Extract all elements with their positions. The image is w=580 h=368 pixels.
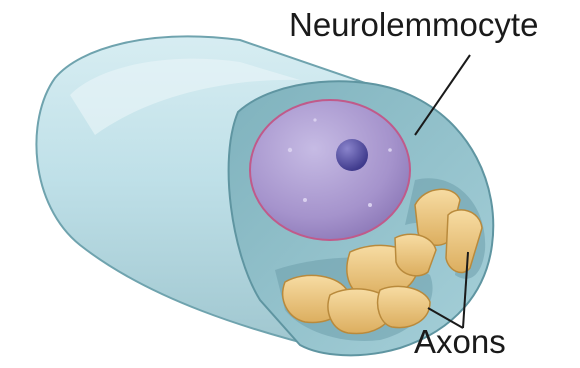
- label-axons: Axons: [414, 325, 506, 358]
- nucleus-speckle: [303, 198, 307, 202]
- nucleus-speckle: [388, 148, 392, 152]
- nucleus-speckle: [313, 118, 316, 121]
- label-neurolemmocyte: Neurolemmocyte: [289, 8, 538, 41]
- nucleus: [250, 100, 410, 240]
- nucleus-speckle: [288, 148, 292, 152]
- nucleus-speckle: [368, 203, 372, 207]
- nucleolus: [336, 139, 368, 171]
